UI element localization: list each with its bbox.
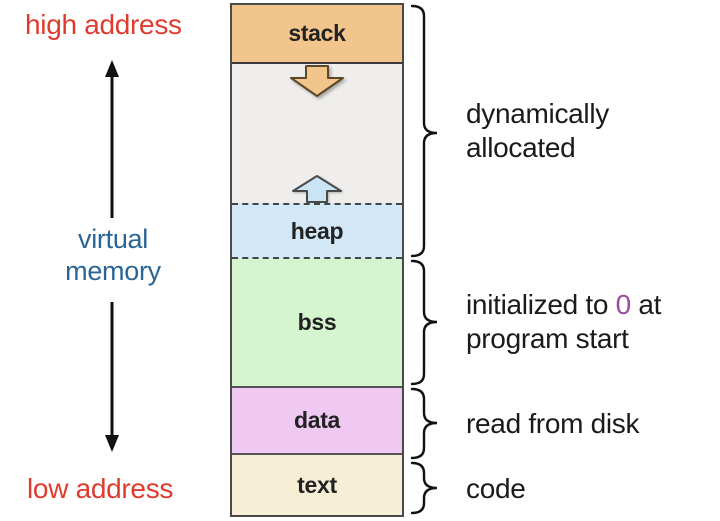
virtual-memory-line1: virtual — [78, 224, 148, 254]
annotation-code: code — [466, 473, 526, 504]
virtual-memory-label: virtual memory — [30, 223, 196, 287]
annotation-initialized: initialized to 0 at program start — [466, 288, 661, 356]
annotation-initialized-zero: 0 — [615, 289, 632, 320]
segment-stack: stack — [232, 5, 402, 62]
annotation-initialized-line2: program start — [466, 323, 629, 354]
stack-growth-arrow-shape — [290, 65, 344, 97]
annotation-initialized-line1: initialized to 0 at — [466, 288, 661, 322]
annotation-read-from-disk: read from disk — [466, 408, 640, 439]
segment-heap: heap — [232, 203, 402, 259]
segment-text-label: text — [297, 471, 337, 498]
annotation-initialized-prefix: initialized to — [466, 289, 616, 320]
braces — [410, 4, 438, 515]
annotation-dynamically-line2: allocated — [466, 132, 576, 163]
arrowhead-up-icon — [105, 60, 119, 77]
brace-text — [410, 461, 438, 515]
brace-dynamically-allocated — [410, 4, 438, 258]
virtual-memory-line2: memory — [65, 256, 161, 286]
segment-heap-label: heap — [290, 217, 344, 244]
heap-growth-arrow-shape — [292, 175, 342, 203]
low-address-label: low address — [27, 473, 174, 504]
segment-bss-label: bss — [297, 309, 337, 335]
annotation-initialized-suffix: at — [630, 289, 662, 320]
high-address-label: high address — [25, 9, 182, 40]
segment-data-label: data — [293, 407, 341, 433]
segment-free-space — [232, 62, 402, 203]
arrowhead-down-icon — [105, 435, 119, 452]
segment-data: data — [232, 386, 402, 453]
stack-growth-down-arrow-icon — [290, 65, 344, 97]
segment-bss: bss — [232, 259, 402, 386]
brace-bss — [410, 259, 438, 386]
address-range-arrow — [105, 60, 119, 452]
segment-text: text — [232, 453, 402, 515]
memory-column: stack heap bss data text — [230, 3, 404, 517]
brace-data — [410, 387, 438, 460]
segment-stack-label: stack — [288, 20, 346, 46]
annotation-dynamically-allocated: dynamically allocated — [466, 97, 609, 165]
heap-growth-up-arrow-icon — [292, 175, 342, 203]
annotation-dynamically-line1: dynamically — [466, 98, 609, 129]
